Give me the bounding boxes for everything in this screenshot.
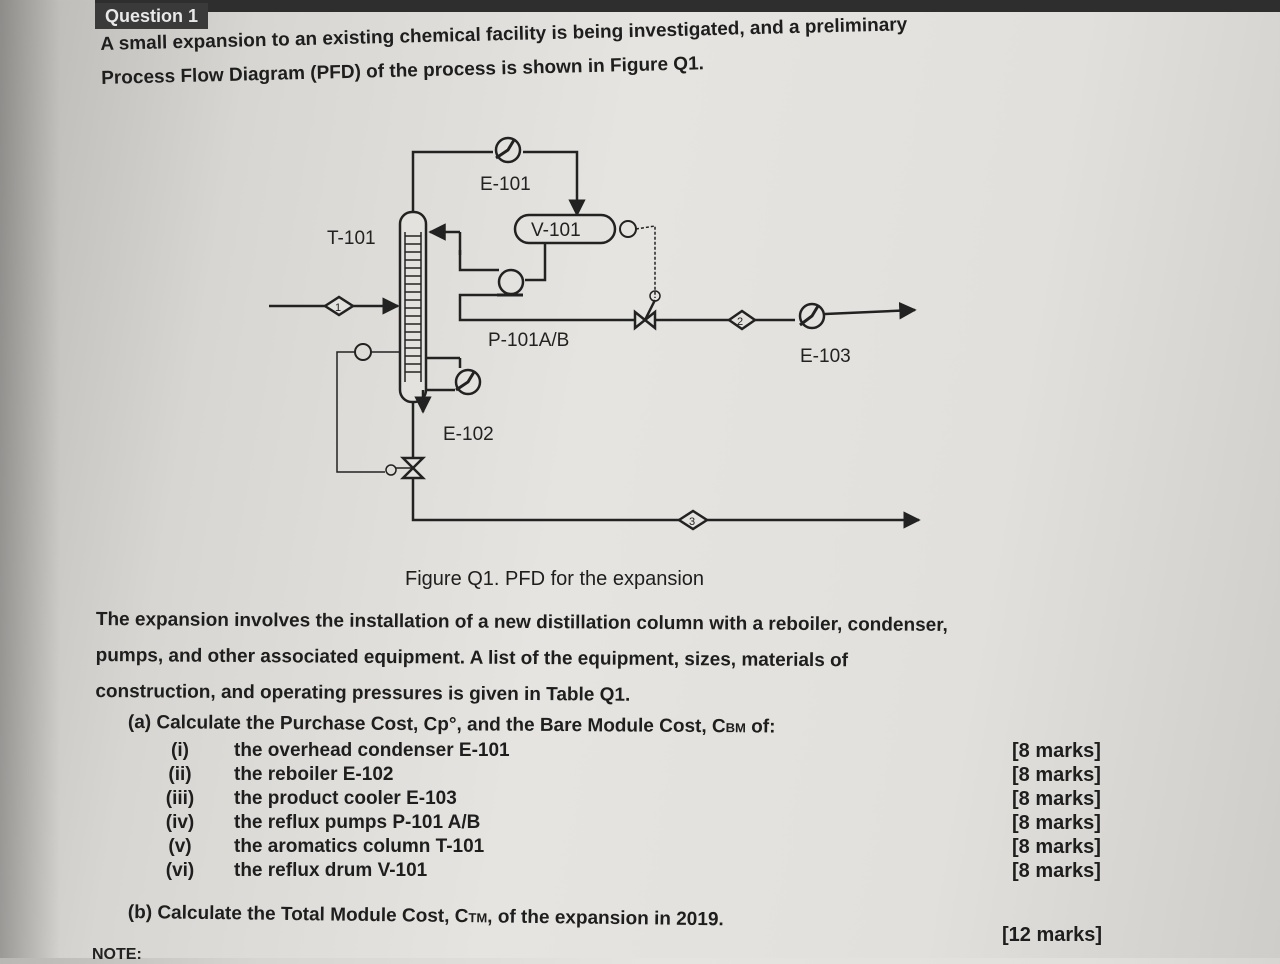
figure-caption: Figure Q1. PFD for the expansion [405,568,705,590]
svg-text:1: 1 [335,302,341,314]
label-e103: E-103 [800,346,851,367]
column-t101 [398,210,428,404]
condenser-e101 [494,136,522,164]
control-valve-distillate [633,290,661,331]
list-item: (ii)the reboiler E-102[8 marks] [168,764,1101,786]
list-item: (i)the overhead condenser E-101[8 marks] [171,740,1101,762]
stream-4-marker [354,343,372,361]
label-p101: P-101A/B [488,330,569,351]
body-line-3: construction, and operating pressures is… [95,680,631,706]
question-label: Question 1 [95,3,209,29]
part-b-marks: [12 marks] [1002,924,1103,946]
list-item: (v)the aromatics column T-101[8 marks] [168,836,1101,858]
part-a-items: (i)the overhead condenser E-101[8 marks]… [158,740,1138,884]
part-a-heading: (a) Calculate the Purchase Cost, Cp°, an… [127,712,776,738]
label-t101: T-101 [327,228,376,249]
cooler-e103 [798,302,826,330]
svg-text:3: 3 [689,516,695,528]
intro-paragraph: A small expansion to an existing chemica… [100,3,1111,96]
note-label: NOTE: [92,946,142,963]
list-item: (iii)the product cooler E-103[8 marks] [165,788,1101,810]
control-valve-bottoms [396,456,427,480]
label-e101: E-101 [480,174,531,195]
part-b-heading: (b) Calculate the Total Module Cost, CTM… [127,902,724,931]
svg-text:2: 2 [737,316,743,328]
label-v101: V-101 [531,220,581,241]
body-paragraph: The expansion involves the installation … [95,602,1131,717]
stream-3-marker: 3 [676,509,710,531]
list-item: (vi)the reflux drum V-101[8 marks] [165,860,1101,882]
stream-2-marker: 2 [726,309,758,331]
reflux-drum-v101 [513,213,617,245]
list-item: (iv)the reflux pumps P-101 A/B[8 marks] [165,812,1101,834]
pump-p101 [497,268,525,297]
page-edge-shadow [0,0,60,958]
stream-1-marker: 1 [322,295,356,317]
process-flow-diagram: E-101 V-101 P-101A/B 2 E-103 1 T-1 [269,136,921,531]
reboiler-e102 [454,368,482,396]
label-e102: E-102 [443,424,494,445]
header-bar [95,0,1280,12]
